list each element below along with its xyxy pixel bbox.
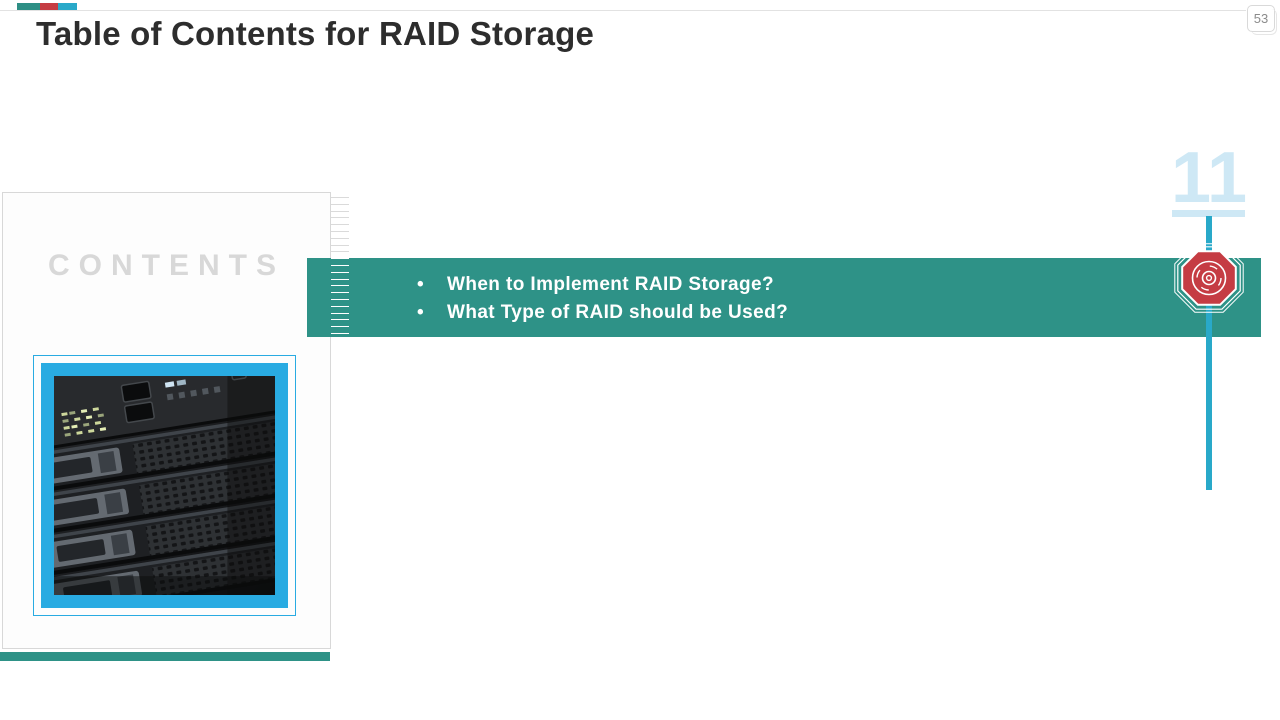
vertical-accent-line bbox=[1206, 216, 1212, 490]
slide-title: Table of Contents for RAID Storage bbox=[36, 15, 595, 52]
accent-bar-teal bbox=[17, 3, 40, 10]
page-number-label: 53 bbox=[1253, 11, 1269, 26]
accent-bar-cyan bbox=[58, 3, 77, 10]
disc-icon bbox=[1191, 260, 1227, 296]
photo-inner-border bbox=[41, 363, 288, 608]
ruler-ladder bbox=[330, 192, 352, 648]
contents-label: CONTENTS bbox=[48, 249, 285, 282]
slide-number: 11 bbox=[1170, 138, 1248, 218]
page-number-badge: 53 bbox=[1247, 5, 1277, 35]
topics-bar: When to Implement RAID Storage? What Typ… bbox=[307, 258, 1261, 337]
topics-list: When to Implement RAID Storage? What Typ… bbox=[307, 258, 1261, 327]
led-lights bbox=[61, 407, 107, 437]
header-divider-line bbox=[0, 10, 1246, 11]
disc-octagon-icon bbox=[1169, 238, 1249, 318]
photo-frame bbox=[33, 355, 296, 616]
bottom-accent-bar bbox=[0, 652, 330, 661]
slide-number-underline bbox=[1172, 210, 1245, 217]
topic-item-2[interactable]: What Type of RAID should be Used? bbox=[417, 299, 1261, 327]
accent-color-bars bbox=[17, 3, 77, 10]
contents-card: CONTENTS bbox=[2, 192, 331, 649]
topic-item-1[interactable]: When to Implement RAID Storage? bbox=[417, 271, 1261, 299]
server-rack-photo bbox=[54, 376, 275, 595]
accent-bar-red bbox=[40, 3, 58, 10]
